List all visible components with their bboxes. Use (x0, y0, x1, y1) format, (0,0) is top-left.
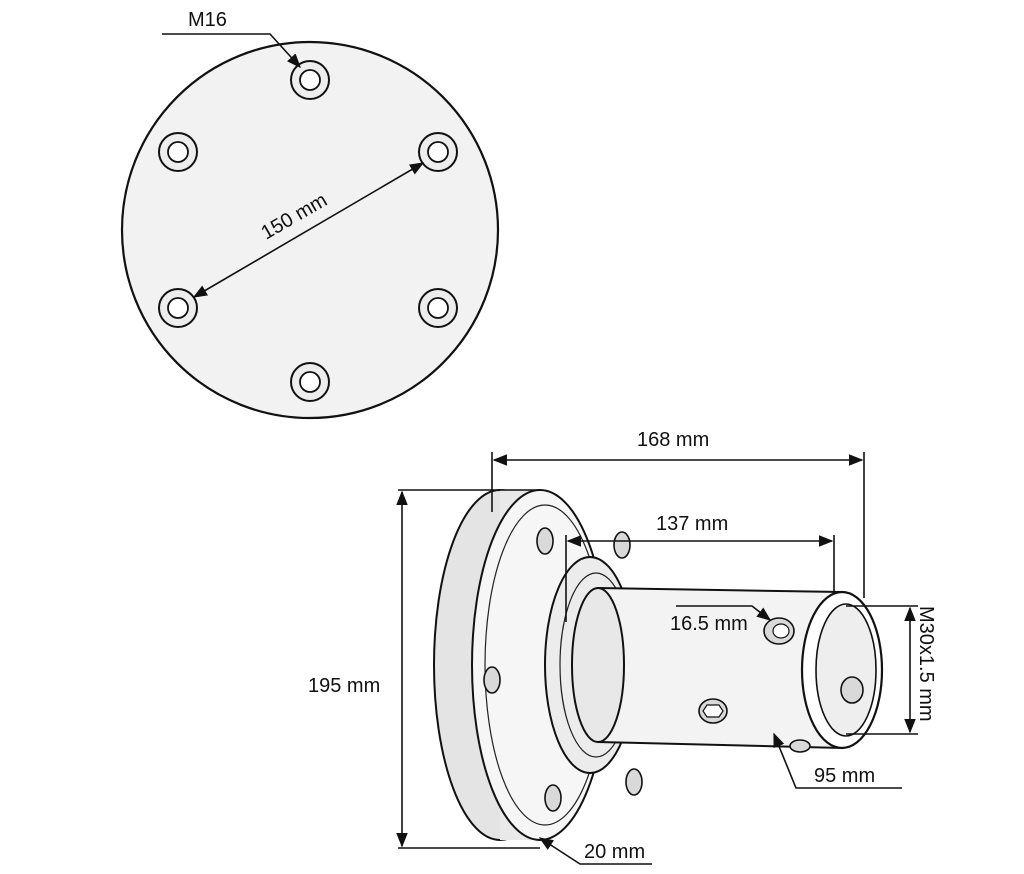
bolt-hole (290, 60, 330, 100)
bolt-hole (418, 288, 458, 328)
flange-bolt-hole (625, 768, 643, 796)
flange-bolt-hole (483, 666, 501, 694)
flange-bolt-hole (544, 784, 562, 812)
tube-length-label: 137 mm (656, 513, 728, 535)
side-cross-hole-inner (772, 623, 790, 639)
side-hole-label: 16.5 mm (670, 613, 748, 635)
tube-diameter-leader-line (773, 732, 902, 789)
bottom-hole (789, 739, 811, 753)
tube-rear-end (571, 587, 625, 743)
bore-thread-label: M30x1.5 mm (915, 606, 937, 722)
side-hole-leader-line (676, 605, 772, 621)
bolt-hole (158, 132, 198, 172)
flange-thickness-leader-line (538, 837, 652, 865)
bore-side-hole (840, 676, 864, 704)
tube-bore (815, 603, 877, 737)
tube-diameter-label: 95 mm (814, 765, 875, 787)
flange-thickness-label: 20 mm (584, 841, 645, 863)
bolt-hole (418, 132, 458, 172)
overall-length-label: 168 mm (637, 429, 709, 451)
bolt-hole (158, 288, 198, 328)
flange-bolt-hole (536, 527, 554, 555)
bolt-hole (290, 362, 330, 402)
set-screw-hex (702, 704, 724, 718)
side-view-assembly: 168 mm 137 mm 195 mm 16.5 mm M30x1.5 mm … (308, 429, 937, 865)
flange-bolt-hole (613, 531, 631, 559)
thread-leader-line (162, 33, 301, 69)
top-view-flange: M16 150 mm (120, 9, 500, 420)
thread-size-label: M16 (188, 9, 227, 31)
flange-diameter-label: 195 mm (308, 675, 380, 697)
bolt-circle-dimension-line (192, 162, 425, 298)
